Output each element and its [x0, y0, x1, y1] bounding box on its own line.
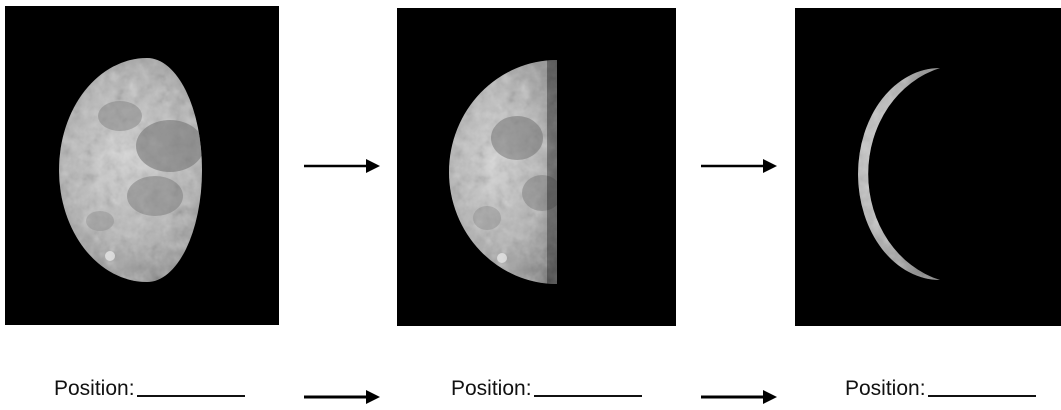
moon-image-waning-crescent [795, 8, 1061, 326]
right-arrow-icon [304, 389, 380, 405]
position-label-text: Position: [845, 377, 926, 400]
right-arrow-icon [701, 389, 777, 405]
answer-blank[interactable] [136, 395, 245, 397]
position-label-text: Position: [54, 377, 135, 400]
right-arrow-icon [701, 157, 777, 175]
position-label-text: Position: [451, 377, 532, 400]
position-label: Position: [451, 377, 642, 401]
position-label: Position: [845, 377, 1036, 401]
position-label: Position: [54, 377, 245, 401]
moon-image-third-quarter [397, 8, 676, 326]
answer-blank[interactable] [927, 395, 1036, 397]
answer-blank[interactable] [533, 395, 642, 397]
moon-image-waning-gibbous [5, 6, 279, 325]
right-arrow-icon [304, 157, 380, 175]
